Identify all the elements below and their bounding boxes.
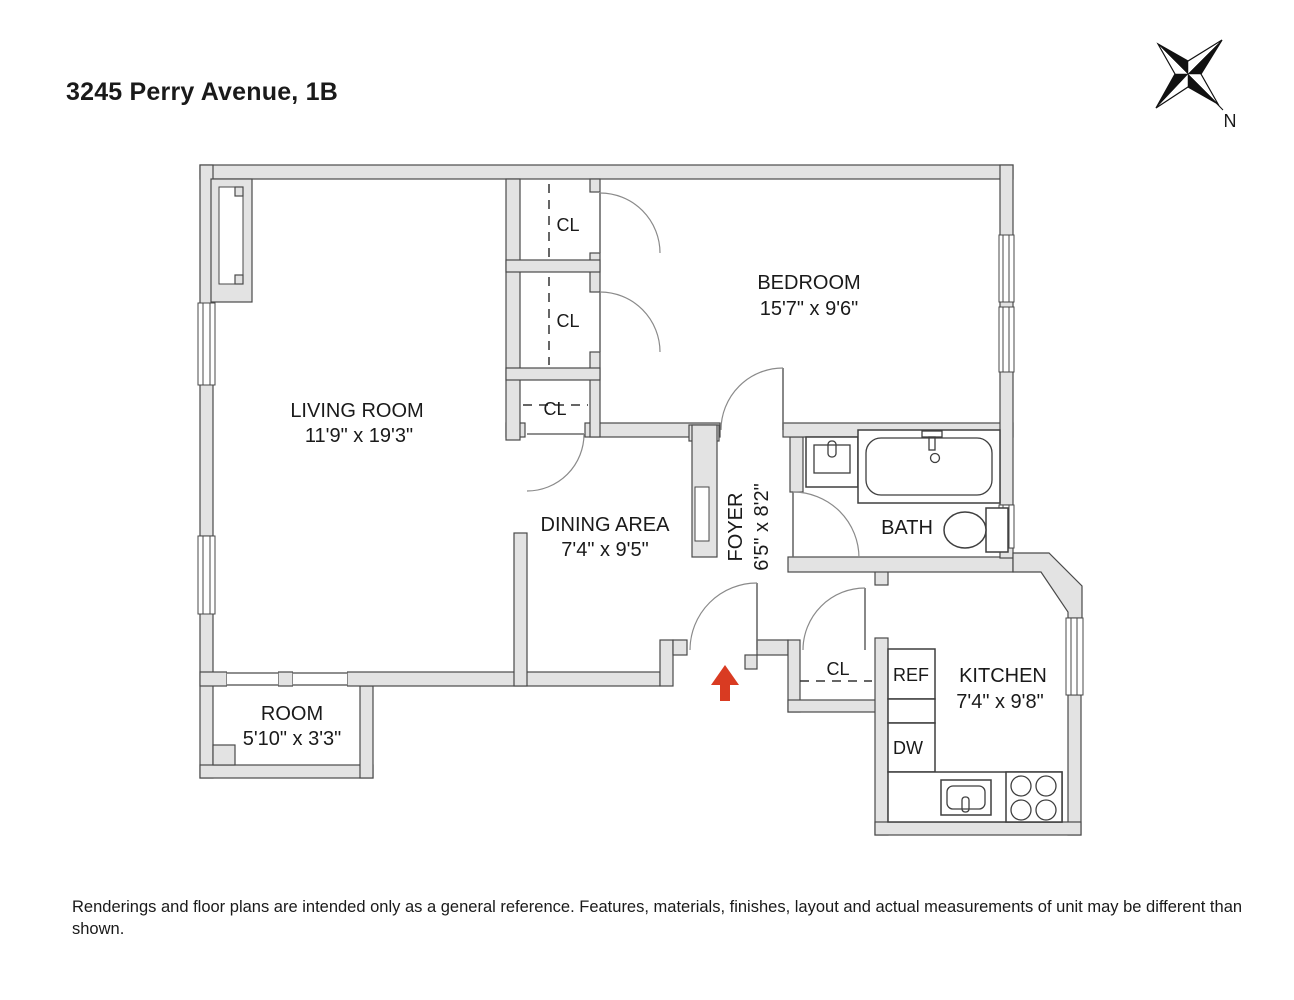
entry-closet-door [802, 587, 866, 651]
refrigerator-box [887, 648, 936, 700]
stove [1005, 771, 1063, 823]
counter-box [887, 698, 936, 724]
window [197, 302, 216, 386]
bathtub [857, 429, 1001, 504]
kitchen-fixtures [887, 648, 1063, 823]
wall-segment [199, 764, 374, 779]
wall-segment [346, 671, 661, 687]
wall-segment [589, 178, 601, 193]
wall-segment [787, 699, 889, 713]
wall-segment [756, 639, 789, 656]
foyer-dims: 6'5" x 8'2" [751, 483, 773, 570]
wall-chamfer [1012, 552, 1083, 619]
wall-opening [227, 671, 278, 687]
bedroom-dims: 15'7" x 9'6" [760, 298, 859, 320]
wall-segment [513, 532, 528, 687]
toilet [943, 507, 1009, 553]
closet2-door [599, 291, 661, 353]
closet2-label: CL [556, 311, 579, 331]
living-room-label: LIVING ROOM [290, 400, 423, 422]
entry-closet-label: CL [826, 659, 849, 679]
room-labels: LIVING ROOM 11'9" x 19'3" BEDROOM 15'7" … [243, 215, 1047, 758]
wall-segment [584, 422, 721, 438]
foyer-label: FOYER [725, 493, 747, 562]
closet-rod-lines [523, 184, 872, 682]
bath-fixtures [805, 429, 1009, 553]
wall-opening [293, 671, 347, 687]
foyer-label-group: FOYER 6'5" x 8'2" [725, 483, 773, 570]
page-title: 3245 Perry Avenue, 1B [66, 78, 338, 106]
disclaimer-text: Renderings and floor plans are intended … [72, 898, 1243, 939]
wall-segment [589, 351, 601, 438]
small-room-dims: 5'10" x 3'3" [243, 728, 342, 750]
dining-area-dims: 7'4" x 9'5" [561, 539, 648, 561]
wall-segment [277, 671, 294, 687]
wall-segment [874, 821, 1082, 836]
kitchen-sink [940, 779, 992, 816]
entry-door [689, 582, 758, 651]
room-step [212, 744, 236, 766]
closet1-label: CL [556, 215, 579, 235]
wall-segment [199, 611, 214, 779]
windows [197, 234, 1084, 696]
bedroom-label: BEDROOM [757, 272, 860, 294]
bedroom-door [720, 367, 784, 431]
bath-label: BATH [881, 517, 933, 539]
wall-segment [1067, 694, 1082, 836]
closet3-label: CL [543, 399, 566, 419]
entrance-arrow [711, 665, 739, 701]
window [998, 234, 1015, 303]
walls [199, 164, 1083, 836]
entrance-arrow-head [711, 665, 739, 685]
dining-area-label: DINING AREA [541, 514, 671, 536]
pilaster-notch [234, 274, 244, 285]
pilaster-recess [218, 186, 244, 285]
wall-segment [505, 259, 601, 273]
compass: N [1155, 39, 1237, 131]
wall-segment [199, 164, 1014, 180]
wall-segment [659, 639, 674, 687]
closet3-door [526, 433, 585, 492]
window [998, 306, 1015, 373]
wall-segment [787, 556, 1014, 573]
entrance-arrow-shaft [720, 683, 730, 701]
living-room-dims: 11'9" x 19'3" [305, 425, 413, 447]
pilaster-notch [234, 186, 244, 197]
wall-segment [505, 178, 521, 441]
wall-segment [789, 436, 804, 493]
bath-sink [805, 436, 859, 488]
foyer-wall-recess [694, 486, 710, 542]
wall-segment [874, 637, 889, 836]
wall-segment [999, 164, 1014, 238]
closet1-door [599, 192, 661, 254]
window [197, 535, 216, 615]
wall-segment [199, 671, 228, 687]
wall-segment [505, 367, 601, 381]
bath-door [792, 491, 860, 559]
compass-north-label: N [1224, 111, 1237, 131]
doors [526, 192, 866, 651]
small-room-label: ROOM [261, 703, 323, 725]
refrigerator-label: REF [893, 665, 929, 685]
kitchen-label: KITCHEN [959, 665, 1047, 687]
wall-segment [744, 654, 758, 670]
wall-segment [999, 369, 1014, 506]
window [1065, 617, 1084, 696]
wall-segment [359, 685, 374, 779]
wall-segment [672, 639, 688, 656]
dishwasher-label: DW [893, 738, 923, 758]
wall-segment [199, 382, 214, 537]
kitchen-dims: 7'4" x 9'8" [956, 691, 1043, 713]
